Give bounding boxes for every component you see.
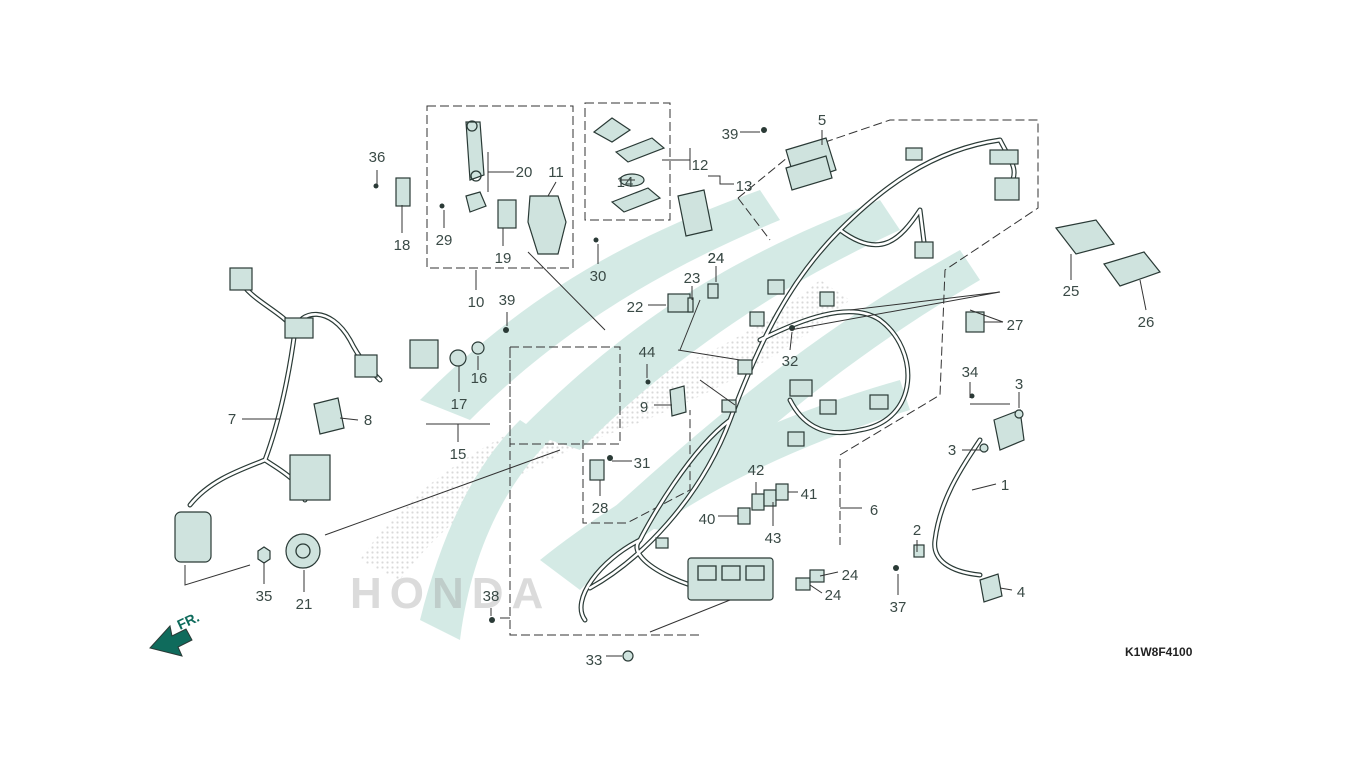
callout-37: 37	[890, 599, 907, 616]
leader-line	[324, 449, 561, 536]
callout-23: 23	[684, 270, 701, 287]
callout-8: 8	[364, 412, 372, 429]
leader-line	[999, 587, 1013, 591]
leader-line	[184, 564, 251, 586]
leader-line	[971, 483, 997, 491]
smart-key-group	[592, 117, 713, 237]
callout-28: 28	[592, 500, 609, 517]
callout-34: 34	[962, 364, 979, 381]
callout-15: 15	[450, 446, 467, 463]
callout-39: 39	[499, 292, 516, 309]
leader-line	[677, 349, 741, 361]
callout-39: 39	[722, 126, 739, 143]
sub-harness-7	[174, 267, 383, 569]
main-wire-harness	[578, 137, 1020, 623]
leader-line	[969, 309, 1004, 323]
callout-19: 19	[495, 250, 512, 267]
callout-9: 9	[640, 399, 648, 416]
callout-43: 43	[765, 530, 782, 547]
callout-1: 1	[1001, 477, 1009, 494]
callout-38: 38	[483, 588, 500, 605]
callout-41: 41	[801, 486, 818, 503]
brand-watermark-text: HONDA	[350, 569, 551, 618]
leader-line	[819, 571, 839, 577]
callout-3: 3	[1015, 376, 1023, 393]
part-33-nut	[622, 650, 634, 662]
callout-24: 24	[708, 250, 725, 267]
callout-4: 4	[1017, 584, 1025, 601]
callout-35: 35	[256, 588, 273, 605]
leader-line	[339, 417, 359, 421]
leader-line	[1139, 279, 1147, 311]
callout-21: 21	[296, 596, 313, 613]
callout-13: 13	[736, 178, 753, 195]
callout-30: 30	[590, 268, 607, 285]
leader-line	[699, 379, 736, 406]
callout-29: 29	[436, 232, 453, 249]
leader-lines	[184, 130, 1147, 657]
callout-16: 16	[471, 370, 488, 387]
leader-line	[662, 148, 691, 170]
leader-line	[649, 599, 731, 633]
callout-10: 10	[468, 294, 485, 311]
callout-24: 24	[825, 587, 842, 604]
callout-44: 44	[639, 344, 656, 361]
callout-5: 5	[818, 112, 826, 129]
callout-7: 7	[228, 411, 236, 428]
callout-40: 40	[699, 511, 716, 528]
callout-18: 18	[394, 237, 411, 254]
callout-32: 32	[782, 353, 799, 370]
callout-12: 12	[692, 157, 709, 174]
part-38-bolt	[489, 617, 495, 623]
callout-2: 2	[913, 522, 921, 539]
callout-20: 20	[516, 164, 533, 181]
callout-17: 17	[451, 396, 468, 413]
control-unit-5	[761, 127, 837, 191]
front-marker-label: FR.	[175, 609, 202, 633]
callout-42: 42	[748, 462, 765, 479]
leader-line	[789, 291, 1001, 331]
switch-group-10	[373, 120, 599, 255]
leader-line	[789, 331, 793, 351]
callout-24: 24	[842, 567, 859, 584]
diagram-code: K1W8F4100	[1125, 645, 1193, 659]
middle-parts	[409, 283, 985, 481]
leader-line	[547, 181, 557, 197]
callout-3: 3	[948, 442, 956, 459]
leader-line	[679, 299, 701, 351]
callout-24: 24	[708, 250, 725, 267]
modules-25-26	[1054, 219, 1161, 287]
leader-line	[426, 423, 490, 442]
callout-26: 26	[1138, 314, 1155, 331]
callout-25: 25	[1063, 283, 1080, 300]
fuses	[737, 483, 825, 591]
callout-36: 36	[369, 149, 386, 166]
ignition-coil-group	[893, 393, 1025, 603]
callout-22: 22	[627, 299, 644, 316]
leader-line	[809, 584, 823, 594]
leader-line	[969, 382, 1010, 405]
leader-line	[708, 175, 734, 185]
callout-14: 14	[617, 174, 634, 191]
callout-31: 31	[634, 455, 651, 472]
front-arrow-icon: FR.	[149, 609, 202, 657]
callout-33: 33	[586, 652, 603, 669]
leader-line	[527, 251, 606, 331]
leader-line	[487, 152, 514, 192]
callout-11: 11	[548, 164, 564, 181]
callout-6: 6	[870, 502, 878, 519]
callout-27: 27	[1007, 317, 1024, 334]
